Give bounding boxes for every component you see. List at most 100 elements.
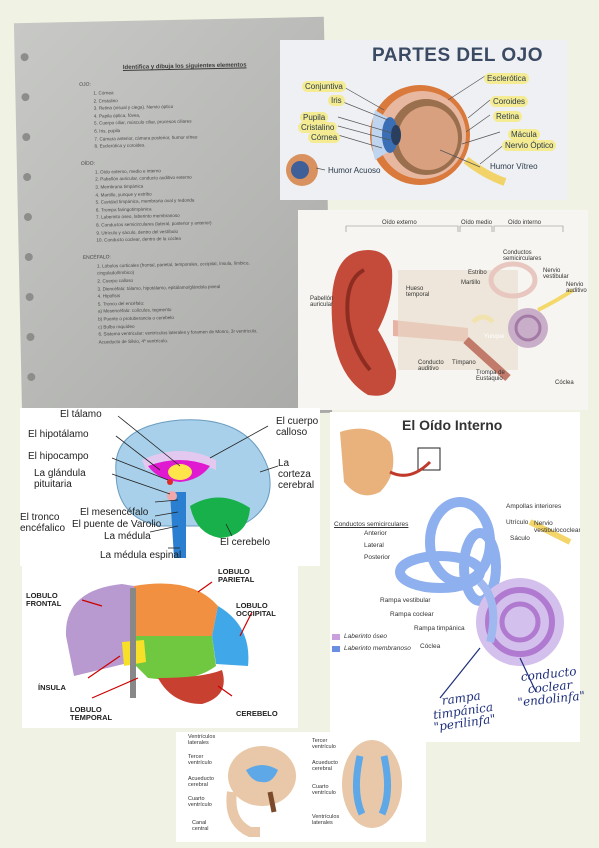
worksheet-line: 8. Esclerótica y coroides. — [94, 142, 146, 149]
label-nervio-vestibular: Nervio vestibular — [543, 268, 569, 280]
worksheet-line: 4. Papila óptica, fóvea, — [93, 112, 141, 119]
worksheet-line: 2. Cuerpo calloso — [97, 277, 134, 284]
legend-swatch-membranoso — [332, 646, 340, 652]
label-macula: Mácula — [508, 129, 540, 140]
label-rampa-vestibular: Rampa vestibular — [380, 597, 431, 604]
worksheet-line: 8. Conductos semicirculares (lateral, po… — [96, 220, 212, 228]
label-medula-espinal: La médula espinal — [100, 550, 182, 561]
label-ventriculos-laterales-2: Ventrículos laterales — [312, 814, 340, 827]
inner-ear-diagram: El Oído Interno Ampollas interiores Utrí… — [330, 412, 580, 742]
label-coclea: Cóclea — [420, 643, 441, 650]
label-insula: ÍNSULA — [38, 683, 66, 692]
label-cristalino: Cristalino — [298, 122, 338, 133]
brain-diagram: El tálamo El hipotálamo El hipocampo La … — [20, 408, 320, 566]
worksheet-line: 3. Retina (visual y ciega). Nervio óptic… — [93, 104, 174, 111]
worksheet-line: 3. Diencéfalo: tálamo, hipotálamo, epitá… — [97, 283, 221, 292]
label-coclea: Cóclea — [555, 380, 574, 386]
ear-diagram: Oído externo Oído medio Oído interno Pab… — [298, 210, 588, 410]
ear-illustration — [331, 225, 575, 396]
label-rampa-coclear: Rampa coclear — [390, 611, 434, 618]
header-oido-interno: Oído interno — [508, 220, 542, 226]
ventricles-diagram: Ventrículos laterales Tercer ventrículo … — [176, 732, 426, 842]
label-tercer-ventriculo: Tercer ventrículo — [188, 754, 212, 767]
label-saculo: Sáculo — [510, 535, 530, 542]
eye-title: PARTES DEL OJO — [372, 45, 543, 66]
label-estribo: Estribo — [468, 270, 487, 276]
label-canal-central: Canal central — [192, 820, 209, 833]
label-lobulo-frontal: LOBULO FRONTAL — [26, 591, 62, 608]
label-corteza: La corteza cerebral — [278, 458, 315, 491]
label-rampa-timpanica: Rampa timpánica — [414, 625, 465, 632]
worksheet-line: 1. Oído externo, medio e interno — [94, 168, 161, 175]
worksheet-title: Identifica y dibuja los siguientes eleme… — [122, 62, 247, 72]
label-conjuntiva: Conjuntiva — [302, 81, 346, 92]
label-conductos: Conductos semicirculares — [503, 250, 542, 262]
brain-lobes-illustration — [65, 581, 253, 704]
label-ampollas: Ampollas interiores — [506, 503, 562, 510]
inner-ear-title: El Oído Interno — [402, 417, 503, 433]
label-glandula: La glándula pituitaria — [34, 468, 86, 490]
label-martillo: Martillo — [461, 280, 481, 286]
worksheet-line: 4. Hipófisis — [97, 293, 121, 299]
worksheet-line: 3. Membrana timpánica — [95, 183, 144, 190]
worksheet-line: 7. Laberinto óseo, laberinto membranoso — [95, 213, 180, 221]
label-coroides: Coroides — [490, 96, 529, 107]
legend-membranoso: Laberinto membranoso — [344, 645, 411, 652]
label-cuerpo-calloso: El cuerpo calloso — [276, 416, 319, 438]
label-tercer-ventriculo-2: Tercer ventrículo — [312, 738, 336, 751]
worksheet-line: 1. Córnea — [93, 90, 114, 96]
legend-swatch-oseo — [332, 634, 340, 640]
label-lobulo-occipital: LOBULO OCCIPITAL — [236, 601, 276, 618]
label-conducto-auditivo: Conducto auditivo — [418, 360, 444, 372]
worksheet-line: 7. Cámara anterior, cámara posterior, hu… — [94, 134, 198, 142]
label-lobulo-parietal: LOBULO PARIETAL — [218, 567, 255, 584]
label-nervio-optico: Nervio Óptico — [502, 140, 557, 151]
header-oido-medio: Oído medio — [461, 220, 493, 226]
label-yunque: Yunque — [484, 334, 505, 340]
worksheet-line: 6. Trompa faringotimpánica — [95, 206, 152, 213]
brain-illustration — [111, 415, 279, 558]
label-ventriculos-laterales: Ventrículos laterales — [188, 734, 216, 747]
inner-ear-illustration — [332, 428, 572, 699]
label-puente: El puente de Varolio — [72, 519, 162, 530]
label-iris: Iris — [328, 95, 345, 106]
label-humor-acuoso: Humor Acuoso — [328, 166, 381, 175]
legend-oseo: Laberinto óseo — [344, 633, 388, 640]
worksheet-line: 4. Martillo, yunque y estribo — [95, 191, 152, 198]
eye-illustration — [286, 75, 507, 186]
label-cuarto-ventriculo: Cuarto ventrículo — [188, 796, 212, 809]
worksheet-line: 10. Conducto coclear, dentro de la cócle… — [96, 236, 182, 243]
worksheet-line: 5. Tronco del encéfalo: — [97, 300, 145, 307]
label-nervio-auditivo: Nervio auditivo — [566, 282, 587, 294]
label-humor-vitreo: Humor Vítreo — [490, 162, 538, 171]
worksheet-section-head: OÍDO: — [80, 160, 96, 167]
worksheet-line: c) Bulbo raquídeo — [98, 323, 135, 330]
label-pupila: Pupila — [300, 112, 329, 123]
label-cerebelo: El cerebelo — [220, 537, 271, 548]
label-cornea: Córnea — [308, 132, 341, 143]
label-acueducto: Acueducto cerebral — [188, 776, 214, 789]
handwritten-conducto: conducto coclear "endolinfa" — [516, 664, 586, 710]
label-posterior: Posterior — [364, 554, 391, 561]
worksheet-line: cingulado/límbico) — [97, 270, 135, 276]
label-trompa: Trompa de Eustaquio — [476, 370, 505, 382]
punch-holes — [20, 23, 38, 419]
eye-diagram: PARTES DEL OJO Conjuntiva Iris Pupila — [280, 40, 568, 200]
label-cerebelo-lobe: CEREBELO — [236, 709, 278, 718]
label-cuarto-ventriculo-2: Cuarto ventrículo — [312, 784, 336, 797]
worksheet-line: 6. Sistema ventricular: ventrículos late… — [98, 328, 258, 337]
label-retina: Retina — [493, 111, 523, 122]
label-conductos-semicirculares: Conductos semicirculares — [334, 521, 409, 528]
label-lateral: Lateral — [364, 542, 384, 549]
header-oido-externo: Oído externo — [382, 220, 417, 226]
worksheet-line: b) Puente o protuberancia o cerebelo — [98, 315, 174, 322]
ventricles-illustration — [226, 740, 402, 837]
worksheet-line: a) Mesencéfalo: colículos, tegmento — [97, 307, 172, 314]
brain-lobes-diagram: LOBULO FRONTAL LOBULO PARIETAL LOBULO OC… — [22, 566, 298, 728]
label-timpano: Tímpano — [452, 360, 476, 366]
worksheet-line: Acueducto de Silvio, 4º ventrículo. — [98, 337, 169, 345]
label-medula: La médula — [104, 531, 151, 542]
label-talamo: El tálamo — [60, 409, 102, 420]
